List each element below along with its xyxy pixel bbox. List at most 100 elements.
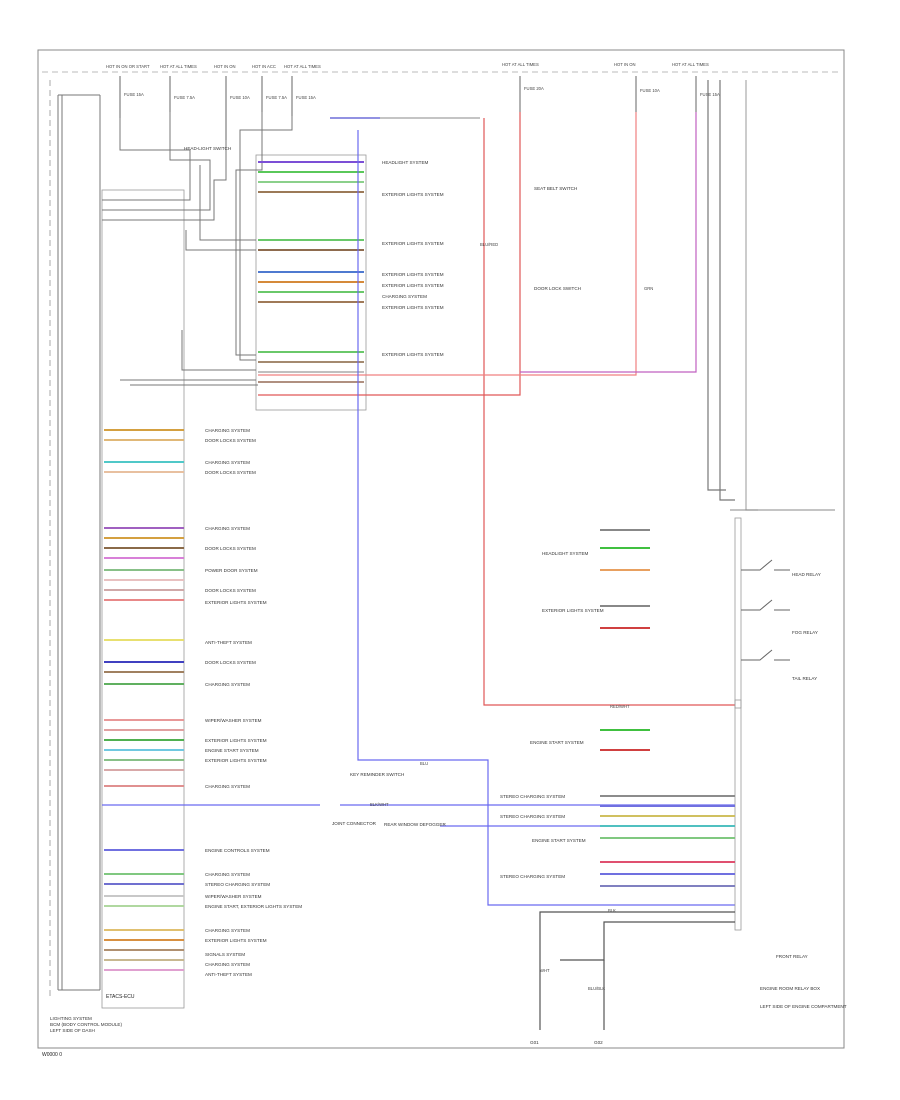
central-connector-block [255,154,367,411]
mid-system-labels: HEADLIGHT SYSTEM EXTERIOR LIGHTS SYSTEM … [382,160,444,357]
svg-text:EXTERIOR LIGHTS SYSTEM: EXTERIOR LIGHTS SYSTEM [382,272,444,277]
svg-text:CHARGING SYSTEM: CHARGING SYSTEM [205,962,250,967]
svg-text:ENGINE ROOM RELAY BOX: ENGINE ROOM RELAY BOX [760,986,820,991]
svg-text:WHT: WHT [540,968,550,973]
svg-text:DOOR LOCKS SYSTEM: DOOR LOCKS SYSTEM [205,660,256,665]
svg-text:EXTERIOR LIGHTS SYSTEM: EXTERIOR LIGHTS SYSTEM [382,283,444,288]
svg-text:WIPER/WASHER SYSTEM: WIPER/WASHER SYSTEM [205,718,262,723]
svg-text:JOINT CONNECTOR: JOINT CONNECTOR [332,821,377,826]
svg-text:CHARGING SYSTEM: CHARGING SYSTEM [205,872,250,877]
top-connector-5: HOT AT ALL TIMES FUSE 15A [284,64,321,116]
caption-left: LIGHTING SYSTEM BCM (BODY CONTROL MODULE… [50,1016,122,1033]
svg-text:EXTERIOR LIGHTS SYSTEM: EXTERIOR LIGHTS SYSTEM [382,305,444,310]
svg-text:FUSE 15A: FUSE 15A [124,92,144,97]
svg-text:ENGINE START SYSTEM: ENGINE START SYSTEM [205,748,259,753]
svg-text:HOT AT ALL TIMES: HOT AT ALL TIMES [160,64,197,69]
top-connector-8: HOT AT ALL TIMES FUSE 15A [672,62,720,112]
svg-text:HOT IN ON OR START: HOT IN ON OR START [106,64,150,69]
svg-text:GRN: GRN [644,286,653,291]
svg-text:LEFT SIDE OF DASH: LEFT SIDE OF DASH [50,1028,95,1033]
svg-text:ENGINE START, EXTERIOR LIGHTS: ENGINE START, EXTERIOR LIGHTS SYSTEM [205,904,302,909]
svg-text:FUSE 7.5A: FUSE 7.5A [266,95,287,100]
svg-text:LEFT SIDE OF ENGINE COMPARTMEN: LEFT SIDE OF ENGINE COMPARTMENT [760,1004,847,1009]
svg-text:RED/WHT: RED/WHT [610,704,630,709]
svg-text:HEADLIGHT SYSTEM: HEADLIGHT SYSTEM [542,551,589,556]
svg-text:STEREO CHARGING SYSTEM: STEREO CHARGING SYSTEM [500,874,565,879]
svg-text:DOOR LOCKS SYSTEM: DOOR LOCKS SYSTEM [205,546,256,551]
svg-text:HOT IN ON: HOT IN ON [214,64,236,69]
svg-text:CHARGING SYSTEM: CHARGING SYSTEM [205,784,250,789]
svg-text:EXTERIOR LIGHTS SYSTEM: EXTERIOR LIGHTS SYSTEM [382,352,444,357]
svg-text:EXTERIOR LIGHTS SYSTEM: EXTERIOR LIGHTS SYSTEM [205,938,267,943]
svg-text:BLK/WHT: BLK/WHT [370,802,389,807]
left-system-labels: CHARGING SYSTEM DOOR LOCKS SYSTEM CHARGI… [205,428,302,977]
svg-text:FUSE 10A: FUSE 10A [230,95,250,100]
svg-text:STEREO CHARGING SYSTEM: STEREO CHARGING SYSTEM [205,882,270,887]
svg-text:TAIL RELAY: TAIL RELAY [792,676,817,681]
svg-text:BLU/BLK: BLU/BLK [588,986,605,991]
top-connectors: HOT IN ON OR START FUSE 15A HOT AT ALL T… [106,62,720,140]
svg-text:ENGINE START SYSTEM: ENGINE START SYSTEM [530,740,584,745]
relay-box: FRONT RELAY [730,509,835,959]
component-labels: HEAD-LIGHT SWITCH SEAT BELT SWITCH DOOR … [184,146,604,827]
left-pin-wires [104,429,184,971]
svg-text:HEAD-LIGHT SWITCH: HEAD-LIGHT SWITCH [184,146,231,151]
svg-text:STEREO CHARGING SYSTEM: STEREO CHARGING SYSTEM [500,814,565,819]
blue-wire [357,130,735,906]
svg-text:G01: G01 [530,1040,539,1045]
top-connector-3: HOT IN ON FUSE 10A [214,64,250,140]
right-stub-wires [600,529,735,887]
svg-text:HOT IN ACC: HOT IN ACC [252,64,276,69]
svg-text:DOOR LOCKS SYSTEM: DOOR LOCKS SYSTEM [205,588,256,593]
ground-wires [539,911,735,1030]
svg-text:HOT AT ALL TIMES: HOT AT ALL TIMES [502,62,539,67]
top-connector-6: HOT AT ALL TIMES FUSE 20A [502,62,544,112]
svg-text:BLK: BLK [608,908,616,913]
svg-text:KEY REMINDER SWITCH: KEY REMINDER SWITCH [350,772,404,777]
svg-text:EXTERIOR LIGHTS SYSTEM: EXTERIOR LIGHTS SYSTEM [382,241,444,246]
top-connector-2: HOT AT ALL TIMES FUSE 7.5A [160,64,197,112]
svg-text:G02: G02 [594,1040,603,1045]
svg-text:HEAD RELAY: HEAD RELAY [792,572,821,577]
ground-points: G01 G02 [530,1040,603,1045]
footer-code: W0000 0 [42,1052,62,1058]
svg-text:EXTERIOR LIGHTS SYSTEM: EXTERIOR LIGHTS SYSTEM [542,608,604,613]
svg-text:ENGINE CONTROLS SYSTEM: ENGINE CONTROLS SYSTEM [205,848,270,853]
svg-text:SIGNALS SYSTEM: SIGNALS SYSTEM [205,952,245,957]
svg-text:CHARGING SYSTEM: CHARGING SYSTEM [382,294,427,299]
svg-text:HEADLIGHT SYSTEM: HEADLIGHT SYSTEM [382,160,429,165]
top-connector-7: HOT IN ON FUSE 10A [614,62,660,112]
svg-text:LIGHTING SYSTEM: LIGHTING SYSTEM [50,1016,92,1021]
right-system-labels: STEREO CHARGING SYSTEM STEREO CHARGING S… [500,794,586,879]
svg-text:ANTI-THEFT SYSTEM: ANTI-THEFT SYSTEM [205,640,252,645]
svg-text:DOOR LOCKS SYSTEM: DOOR LOCKS SYSTEM [205,470,256,475]
harness-gray [102,112,293,386]
svg-text:EXTERIOR LIGHTS SYSTEM: EXTERIOR LIGHTS SYSTEM [205,600,267,605]
svg-text:FUSE 15A: FUSE 15A [296,95,316,100]
central-wires [258,161,364,383]
svg-text:ANTI-THEFT SYSTEM: ANTI-THEFT SYSTEM [205,972,252,977]
power-wires [258,80,758,706]
svg-text:FUSE 7.5A: FUSE 7.5A [174,95,195,100]
svg-text:HOT IN ON: HOT IN ON [614,62,636,67]
svg-text:EXTERIOR LIGHTS SYSTEM: EXTERIOR LIGHTS SYSTEM [382,192,444,197]
svg-text:BCM (BODY CONTROL MODULE): BCM (BODY CONTROL MODULE) [50,1022,122,1027]
svg-text:STEREO CHARGING SYSTEM: STEREO CHARGING SYSTEM [500,794,565,799]
svg-text:POWER DOOR SYSTEM: POWER DOOR SYSTEM [205,568,258,573]
svg-text:CHARGING SYSTEM: CHARGING SYSTEM [205,526,250,531]
svg-text:CHARGING SYSTEM: CHARGING SYSTEM [205,460,250,465]
svg-text:FOG RELAY: FOG RELAY [792,630,818,635]
svg-text:DOOR LOCKS SYSTEM: DOOR LOCKS SYSTEM [205,438,256,443]
svg-text:ENGINE START SYSTEM: ENGINE START SYSTEM [532,838,586,843]
svg-text:CHARGING SYSTEM: CHARGING SYSTEM [205,682,250,687]
svg-text:EXTERIOR LIGHTS SYSTEM: EXTERIOR LIGHTS SYSTEM [205,758,267,763]
right-box-label: FRONT RELAY [776,954,808,959]
svg-text:BLU: BLU [420,761,428,766]
diagram-frame [37,49,845,1049]
wire-labels: GRN BLU/RED RED/WHT BLK/WHT BLU BLK WHT … [370,242,653,991]
svg-text:SEAT BELT SWITCH: SEAT BELT SWITCH [534,186,577,191]
svg-text:HOT AT ALL TIMES: HOT AT ALL TIMES [672,62,709,67]
top-connector-4: HOT IN ACC FUSE 7.5A [252,64,287,112]
left-module [49,80,101,1000]
